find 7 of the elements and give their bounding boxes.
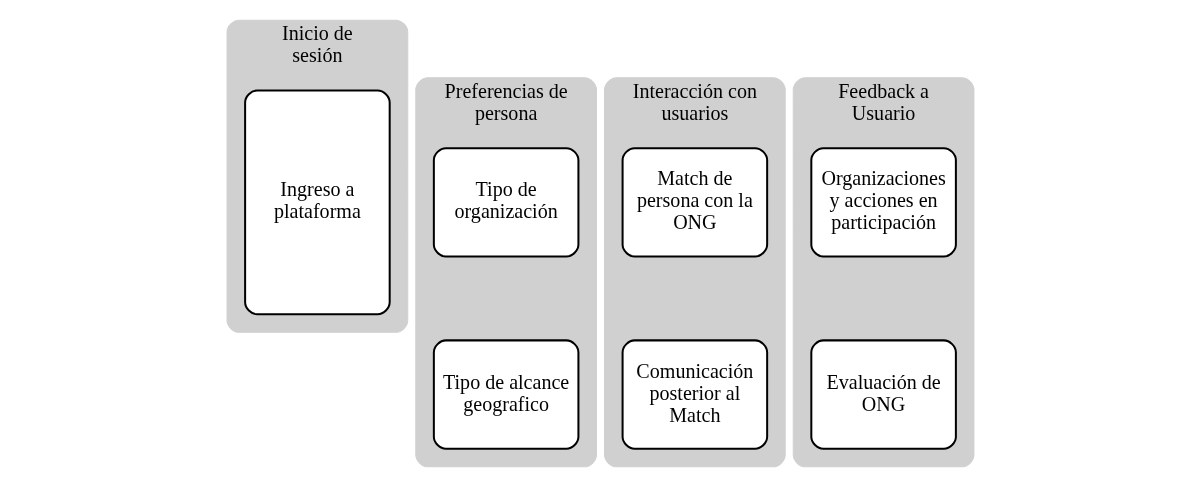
node-box: Match de persona con la ONG <box>621 147 768 258</box>
node-box: Ingreso a plataforma <box>243 89 391 316</box>
node-box: Tipo de organización <box>432 147 579 258</box>
node-box: Evaluación de ONG <box>809 339 957 450</box>
node-box: Organizaciones y acciones en participación <box>809 147 957 258</box>
node-box: Comunicación posterior al Match <box>621 339 768 450</box>
node-box: Tipo de alcance geografico <box>432 339 579 450</box>
